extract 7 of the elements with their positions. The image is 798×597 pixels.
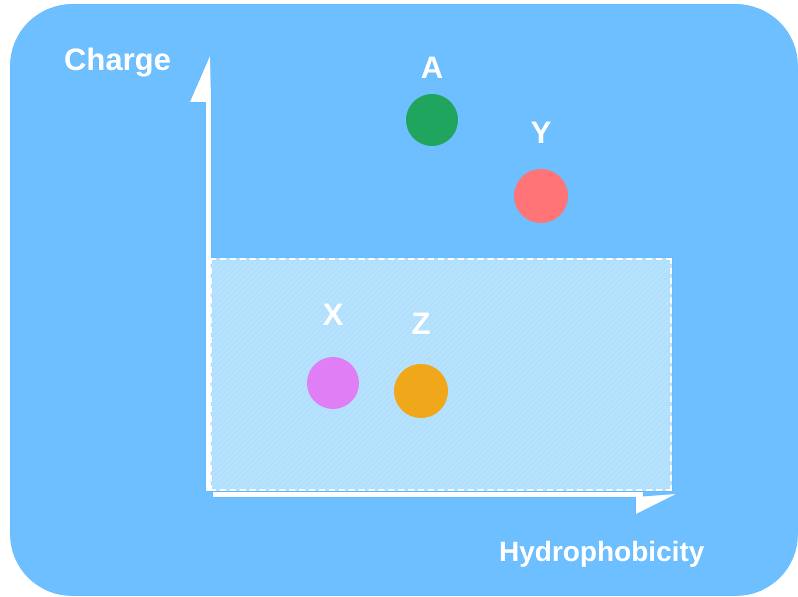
axis-title: Hydrophobicity	[499, 536, 704, 568]
point-label: Z	[410, 307, 432, 341]
point-label: Y	[530, 116, 552, 150]
point-label: X	[322, 298, 344, 332]
axis-title: Charge	[64, 42, 171, 78]
point-label: A	[420, 51, 444, 85]
highlight-region	[210, 258, 672, 491]
